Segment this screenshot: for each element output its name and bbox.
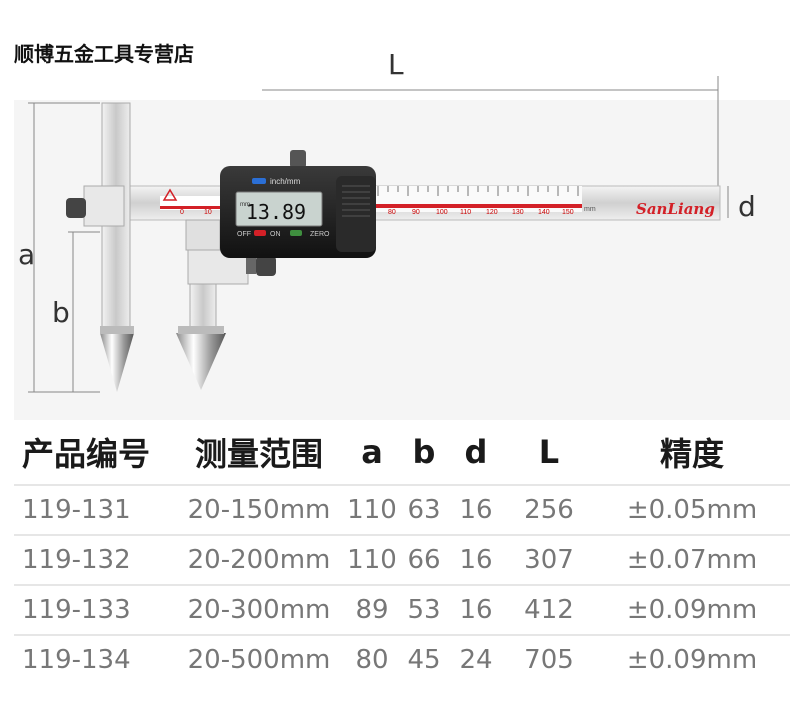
lcd-screen — [235, 191, 323, 227]
header-l: L — [538, 433, 560, 471]
brand-logo-icon — [162, 188, 178, 201]
on-label: ON — [270, 231, 281, 238]
cell-b: 66 — [400, 534, 448, 585]
cell-d: 16 — [448, 584, 504, 635]
spec-table: 产品编号 测量范围 a b d L 精度 119-131 20-150mm 11… — [14, 420, 790, 684]
cell-a: 89 — [344, 584, 400, 635]
thumb-knob-icon — [290, 150, 306, 168]
cell-accuracy: ±0.05mm — [594, 484, 790, 535]
table-header-row: 产品编号 测量范围 a b d L 精度 — [14, 420, 790, 485]
cell-range: 20-150mm — [174, 484, 344, 535]
table-row: 119-133 20-300mm 89 53 16 412 ±0.09mm — [14, 584, 790, 635]
scale-label: 110 — [460, 209, 471, 216]
table-row: 119-134 20-500mm 80 45 24 705 ±0.09mm — [14, 634, 790, 684]
right-jaw — [189, 283, 217, 335]
header-product-code: 产品编号 — [22, 435, 151, 473]
caliper-diagram: 80 90 100 110 120 130 140 150 mm 0 10 Sa… — [14, 76, 790, 420]
header-d: d — [464, 433, 488, 471]
on-button — [290, 230, 302, 236]
cell-accuracy: ±0.09mm — [594, 584, 790, 635]
cell-a: 80 — [344, 634, 400, 684]
scale-label: 130 — [512, 209, 524, 216]
dimension-a-label: a — [18, 238, 36, 271]
dimension-l-label: L — [388, 48, 404, 81]
cell-b: 63 — [400, 484, 448, 535]
cell-accuracy: ±0.07mm — [594, 534, 790, 585]
cell-range: 20-500mm — [174, 634, 344, 684]
off-label: OFF — [237, 231, 251, 238]
figure-background — [14, 100, 790, 420]
header-a: a — [361, 433, 383, 471]
cell-a: 110 — [344, 534, 400, 585]
scale-label: 90 — [412, 209, 420, 216]
cell-l: 705 — [504, 634, 594, 684]
off-button — [254, 230, 266, 236]
scale-label: 140 — [538, 209, 550, 216]
scale-label: 80 — [388, 209, 396, 216]
cell-code: 119-133 — [14, 584, 174, 635]
scale-label: 100 — [436, 209, 448, 216]
dimension-b-label: b — [52, 296, 70, 329]
left-cone-tip — [100, 333, 134, 392]
scale-label: 0 — [180, 209, 184, 216]
scale-label: 120 — [486, 209, 498, 216]
left-lock-knob-icon — [66, 198, 86, 218]
zero-label: ZERO — [310, 231, 330, 238]
cell-range: 20-300mm — [174, 584, 344, 635]
cell-accuracy: ±0.09mm — [594, 634, 790, 684]
cell-code: 119-131 — [14, 484, 174, 535]
product-illustration: 80 90 100 110 120 130 140 150 mm 0 10 Sa… — [14, 48, 790, 420]
brand-name: SanLiang — [636, 200, 715, 218]
scale-label: 10 — [204, 209, 212, 216]
cell-d: 24 — [448, 634, 504, 684]
cell-a: 110 — [344, 484, 400, 535]
dimension-d-label: d — [738, 190, 756, 223]
unit-toggle-button — [252, 178, 266, 184]
cell-range: 20-200mm — [174, 534, 344, 585]
header-b: b — [412, 433, 436, 471]
cell-l: 256 — [504, 484, 594, 535]
right-lock-knob-icon — [256, 256, 276, 276]
header-accuracy: 精度 — [659, 435, 724, 473]
cell-code: 119-134 — [14, 634, 174, 684]
cell-l: 412 — [504, 584, 594, 635]
left-jaw-clamp — [83, 185, 125, 227]
cell-d: 16 — [448, 534, 504, 585]
shop-name: 顺博五金工具专营店 — [14, 42, 194, 66]
main-scale — [372, 186, 582, 212]
cell-code: 119-132 — [14, 534, 174, 585]
lcd-reading: 13.89 — [246, 200, 306, 224]
cell-d: 16 — [448, 484, 504, 535]
header-measuring-range: 测量范围 — [194, 435, 323, 473]
unit-toggle-label: inch/mm — [270, 177, 301, 186]
right-cone-tip — [176, 333, 226, 390]
table-row: 119-132 20-200mm 110 66 16 307 ±0.07mm — [14, 534, 790, 585]
scale-unit: mm — [584, 206, 596, 213]
scale-label: 150 — [562, 209, 574, 216]
cell-l: 307 — [504, 534, 594, 585]
cell-b: 53 — [400, 584, 448, 635]
spec-table-container: 产品编号 测量范围 a b d L 精度 119-131 20-150mm 11… — [14, 420, 790, 717]
table-row: 119-131 20-150mm 110 63 16 256 ±0.05mm — [14, 484, 790, 535]
lcd-unit: mm — [240, 202, 250, 208]
cell-b: 45 — [400, 634, 448, 684]
